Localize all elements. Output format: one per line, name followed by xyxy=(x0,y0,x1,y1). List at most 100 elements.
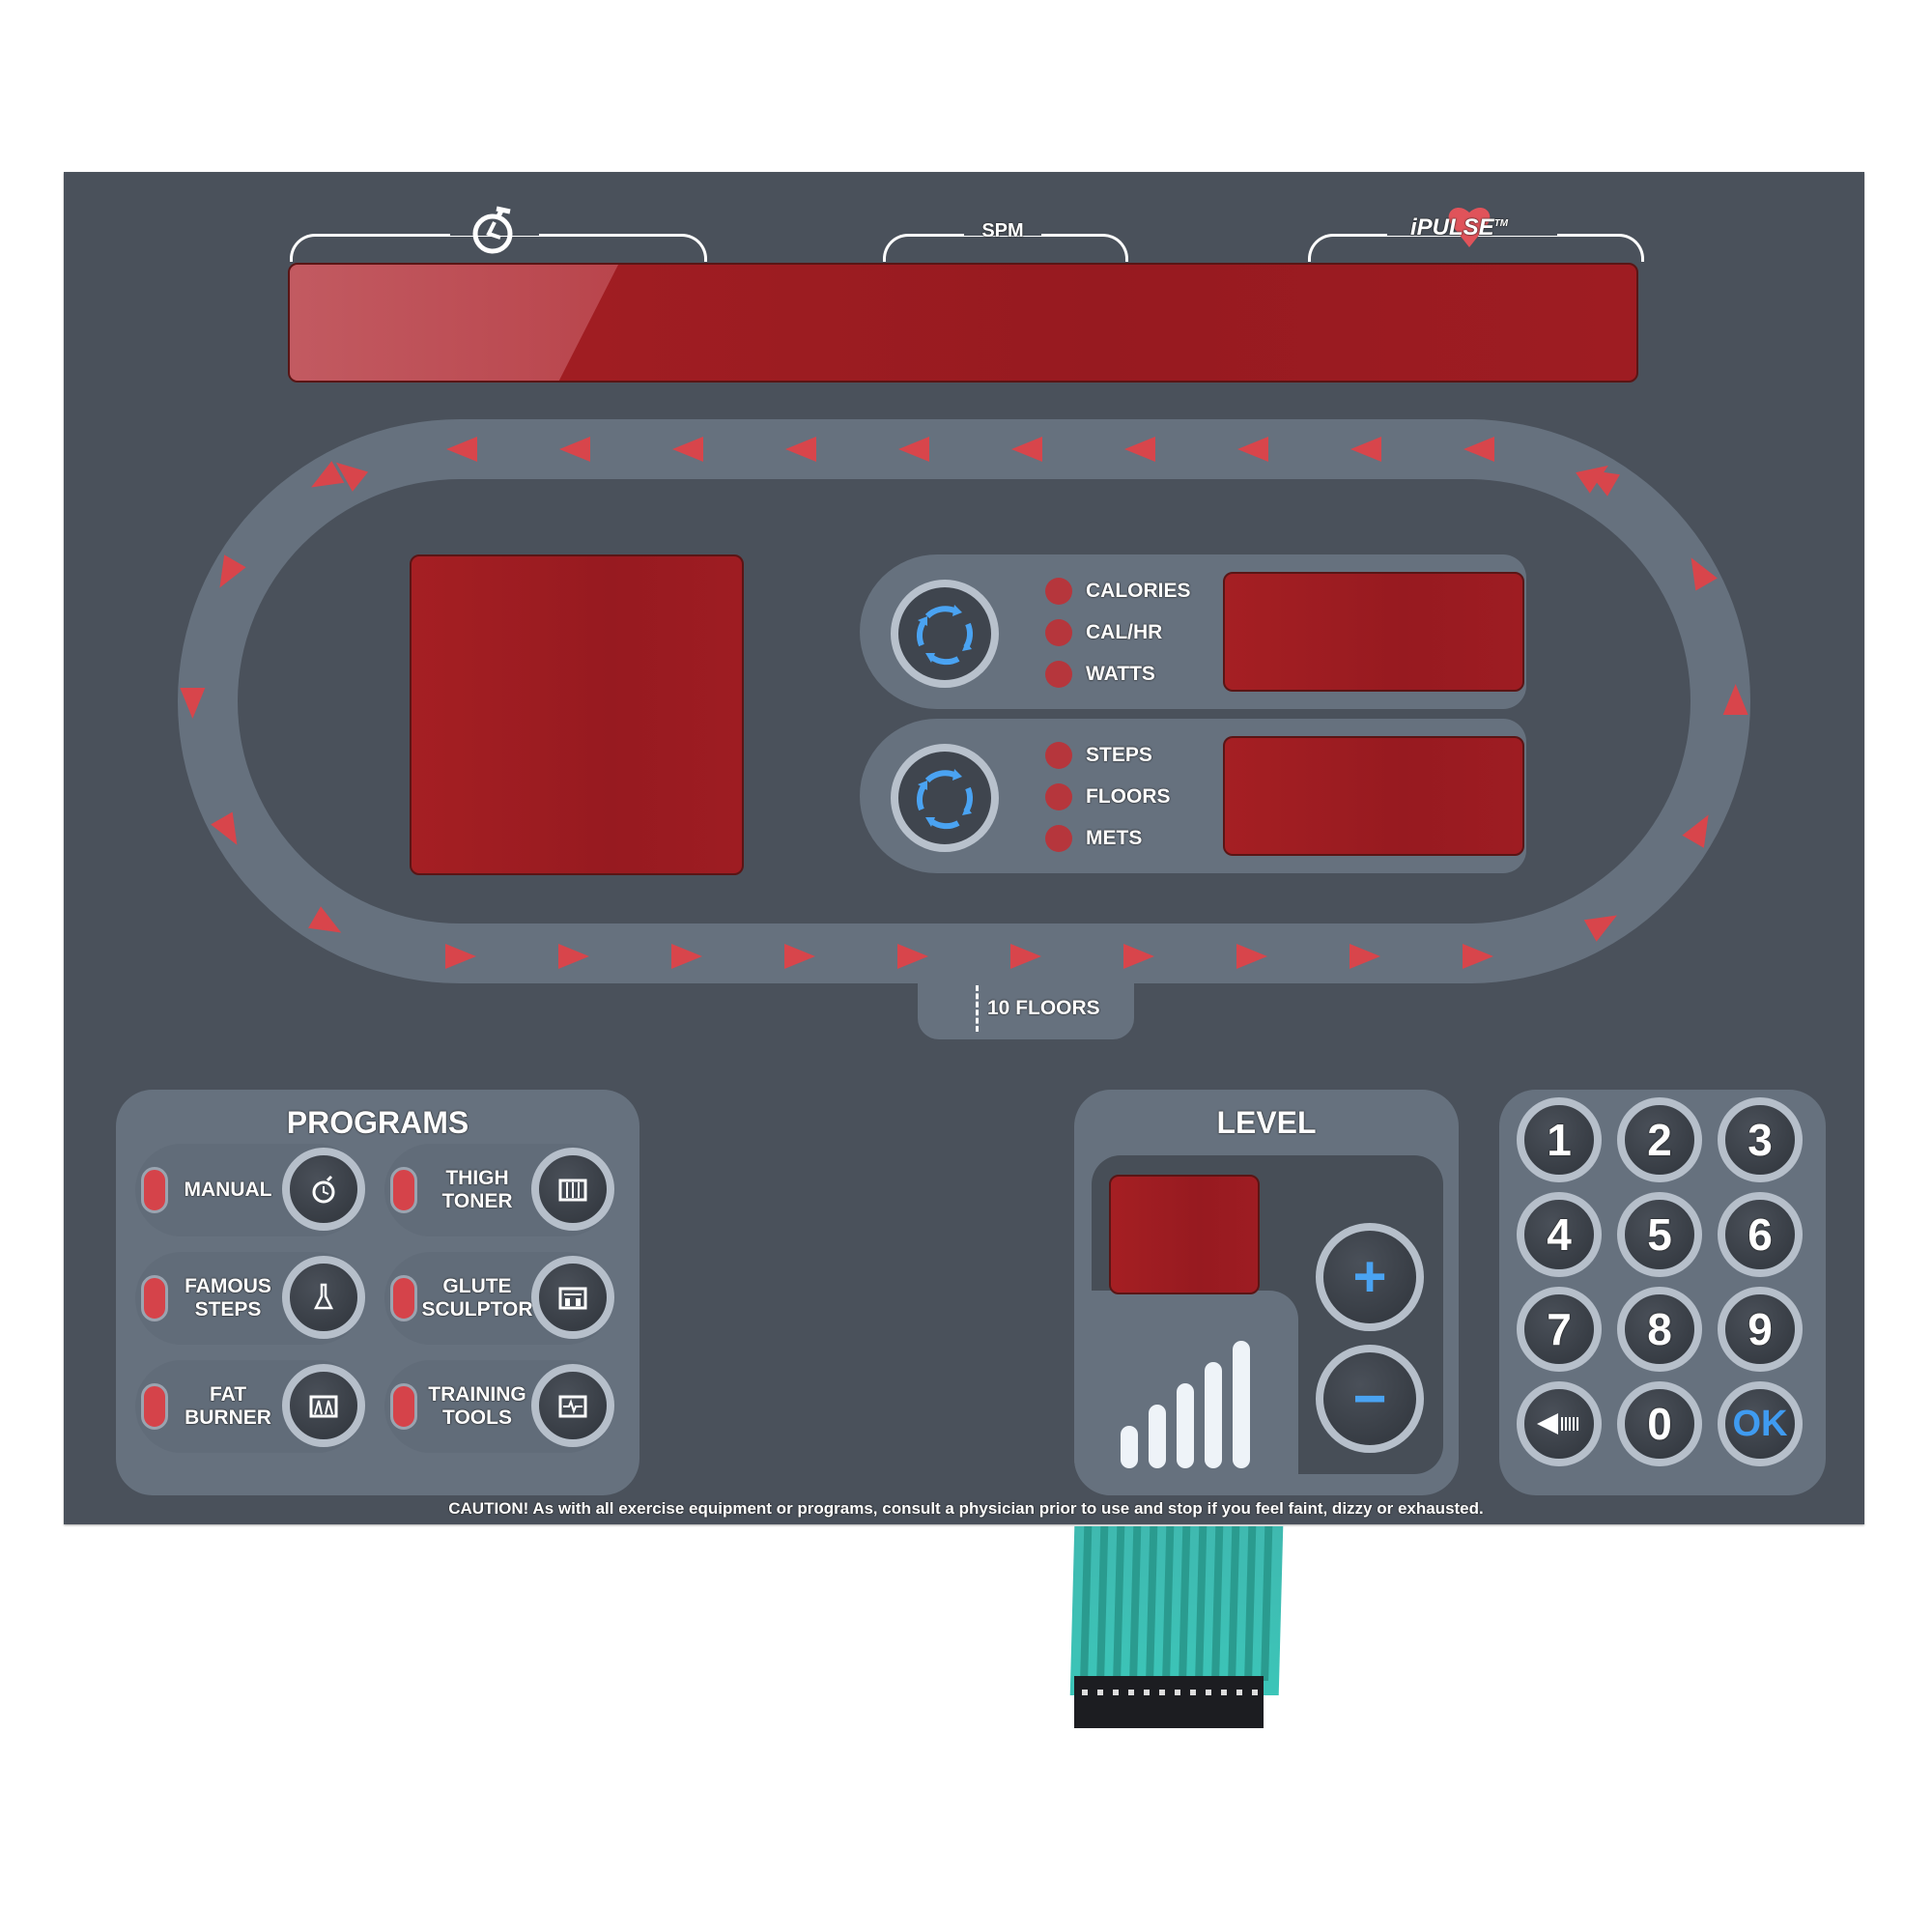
track-arrow xyxy=(559,437,590,462)
metric-label: STEPS xyxy=(1086,744,1152,766)
connector-pin xyxy=(1159,1690,1165,1695)
metric-label: CAL/HR xyxy=(1086,621,1163,643)
climb-cycle-button[interactable] xyxy=(891,744,999,852)
program-button[interactable] xyxy=(282,1148,365,1231)
ribbon-cable xyxy=(1069,1526,1284,1695)
connector-pin xyxy=(1144,1690,1150,1695)
caution-text: CAUTION! As with all exercise equipment … xyxy=(448,1499,1484,1518)
track-arrow xyxy=(1010,944,1041,969)
plus-icon: + xyxy=(1352,1244,1387,1309)
floors-label: 10 FLOORS xyxy=(987,997,1100,1019)
trademark: TM xyxy=(1493,218,1509,229)
key-2-button[interactable]: 2 xyxy=(1617,1097,1702,1182)
ribbon-connector xyxy=(1074,1676,1264,1728)
program-label-line1: FAT xyxy=(209,1383,247,1406)
key-label: 1 xyxy=(1547,1115,1572,1165)
track-arrow xyxy=(672,437,703,462)
track-arrow xyxy=(785,437,816,462)
key-4-button[interactable]: 4 xyxy=(1517,1192,1602,1277)
track-arrow xyxy=(446,437,477,462)
key-9-button[interactable]: 9 xyxy=(1718,1287,1803,1372)
key-label: 4 xyxy=(1547,1209,1572,1260)
key-8-button[interactable]: 8 xyxy=(1617,1287,1702,1372)
level-up-button[interactable]: + xyxy=(1316,1223,1424,1331)
program-led xyxy=(141,1275,168,1321)
track-arrow xyxy=(219,554,246,588)
ipulse-logo: iPULSETM xyxy=(1410,214,1508,242)
energy-cycle-button[interactable] xyxy=(891,580,999,688)
program-led xyxy=(141,1167,168,1213)
track-arrow xyxy=(1690,557,1718,591)
ok-button[interactable]: OK xyxy=(1718,1381,1803,1466)
key-label: 2 xyxy=(1647,1115,1672,1165)
track-arrow xyxy=(897,944,928,969)
program-button[interactable] xyxy=(282,1364,365,1447)
cycle-arrows-icon xyxy=(917,769,973,830)
ribbon-trace xyxy=(1080,1526,1093,1681)
spm-label: SPM xyxy=(981,220,1024,242)
program-label-line1: GLUTE xyxy=(442,1275,512,1297)
key-label: OK xyxy=(1732,1403,1788,1444)
ribbon-trace xyxy=(1113,1526,1125,1681)
program-button[interactable] xyxy=(282,1256,365,1339)
floors-led xyxy=(1045,783,1072,810)
key-label: 5 xyxy=(1647,1209,1672,1260)
key-1-button[interactable]: 1 xyxy=(1517,1097,1602,1182)
key-label: 9 xyxy=(1747,1304,1773,1354)
metric-label: METS xyxy=(1086,827,1143,849)
track-arrow xyxy=(1463,437,1494,462)
calories-led xyxy=(1045,578,1072,605)
climb-display xyxy=(1223,736,1524,856)
heartbeat-monitor-icon xyxy=(558,1395,587,1418)
program-label-line2: SCULPTOR xyxy=(421,1298,533,1321)
key-label: 3 xyxy=(1747,1115,1773,1165)
metric-label: CALORIES xyxy=(1086,580,1191,602)
track-arrow xyxy=(898,437,929,462)
metric-label: FLOORS xyxy=(1086,785,1171,808)
connector-pin xyxy=(1252,1690,1258,1695)
backspace-icon xyxy=(1537,1413,1578,1435)
cycle-arrows-icon xyxy=(917,605,973,666)
steps-led xyxy=(1045,742,1072,769)
ribbon-trace xyxy=(1261,1526,1273,1681)
programs-title: PROGRAMS xyxy=(286,1105,469,1140)
program-button[interactable] xyxy=(531,1256,614,1339)
ribbon-trace xyxy=(1146,1526,1158,1681)
key-3-button[interactable]: 3 xyxy=(1718,1097,1803,1182)
track-arrow xyxy=(1350,437,1381,462)
program-led xyxy=(390,1275,417,1321)
level-title: LEVEL xyxy=(1216,1105,1317,1140)
program-button[interactable] xyxy=(531,1364,614,1447)
track-arrow xyxy=(335,462,369,492)
key-6-button[interactable]: 6 xyxy=(1718,1192,1803,1277)
track-arrow xyxy=(1237,437,1268,462)
backspace-button[interactable] xyxy=(1517,1381,1602,1466)
track-arrow xyxy=(1583,915,1617,942)
level-down-button[interactable]: − xyxy=(1316,1345,1424,1453)
connector-pin xyxy=(1206,1690,1211,1695)
key-5-button[interactable]: 5 xyxy=(1617,1192,1702,1277)
track-arrow xyxy=(1576,465,1608,494)
level-bars-icon xyxy=(1119,1333,1254,1468)
ribbon-trace xyxy=(1244,1526,1257,1681)
track-arrow xyxy=(671,944,702,969)
track-arrow xyxy=(311,461,345,488)
track-arrow xyxy=(1722,684,1748,715)
track-arrow xyxy=(445,944,476,969)
monument-icon xyxy=(313,1283,334,1310)
connector-pin xyxy=(1113,1690,1119,1695)
minus-icon: − xyxy=(1352,1366,1387,1431)
key-7-button[interactable]: 7 xyxy=(1517,1287,1602,1372)
ribbon-trace xyxy=(1096,1526,1109,1681)
program-label-line1: TRAINING xyxy=(428,1383,526,1406)
ribbon-trace xyxy=(1195,1526,1208,1681)
ipulse-text: iPULSE xyxy=(1410,214,1494,241)
heart-icon xyxy=(1447,203,1492,249)
program-button[interactable] xyxy=(531,1148,614,1231)
key-0-button[interactable]: 0 xyxy=(1617,1381,1702,1466)
program-led xyxy=(390,1167,417,1213)
key-label: 6 xyxy=(1747,1209,1773,1260)
program-label-line2: TOOLS xyxy=(442,1406,512,1429)
program-label-line1: THIGH xyxy=(445,1167,509,1189)
